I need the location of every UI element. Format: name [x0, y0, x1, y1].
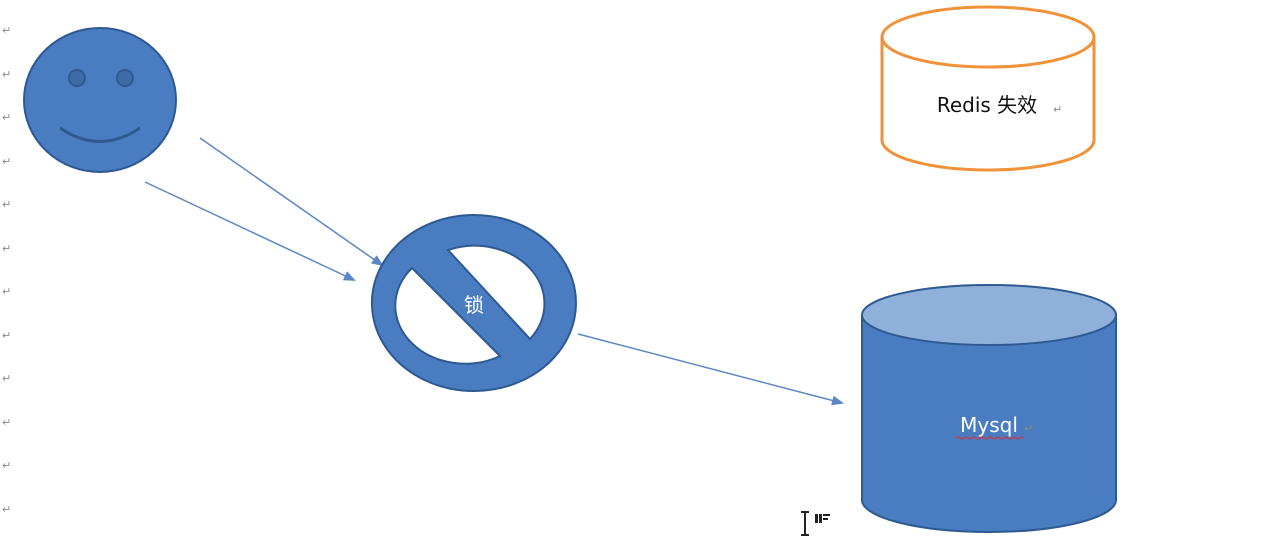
- paragraph-mark: ↵: [2, 154, 12, 168]
- redis-cylinder: [880, 5, 1096, 172]
- redis-paragraph-mark: ↵: [1053, 103, 1062, 116]
- paragraph-mark: ↵: [2, 502, 12, 516]
- lock-label: 锁: [464, 293, 484, 317]
- arrow-user-to-lock-lower: [144, 181, 356, 281]
- paragraph-mark: ↵: [2, 198, 12, 211]
- arrow-lock-to-mysql: [577, 333, 844, 406]
- smiley-face-icon: [23, 27, 177, 173]
- paragraph-mark: ↵: [2, 241, 12, 255]
- mysql-cylinder: [861, 284, 1117, 533]
- spellcheck-underline: [955, 436, 1025, 440]
- paragraph-mark: ↵: [2, 372, 12, 385]
- text-cursor-icon: [801, 511, 830, 536]
- paragraph-mark: ↵: [2, 415, 12, 429]
- paragraph-mark: ↵: [2, 111, 12, 124]
- redis-label: Redis 失效: [937, 93, 1037, 117]
- paragraph-mark: ↵: [2, 328, 12, 342]
- arrow-user-to-lock-upper: [199, 137, 384, 267]
- paragraph-mark: ↵: [2, 285, 12, 298]
- paragraph-mark: ↵: [2, 24, 12, 37]
- mysql-paragraph-mark: ↵: [1024, 422, 1033, 435]
- mysql-label: Mysql: [960, 413, 1018, 437]
- no-symbol-icon: [370, 214, 577, 392]
- paragraph-mark: ↵: [2, 459, 12, 472]
- paragraph-mark: ↵: [2, 67, 12, 81]
